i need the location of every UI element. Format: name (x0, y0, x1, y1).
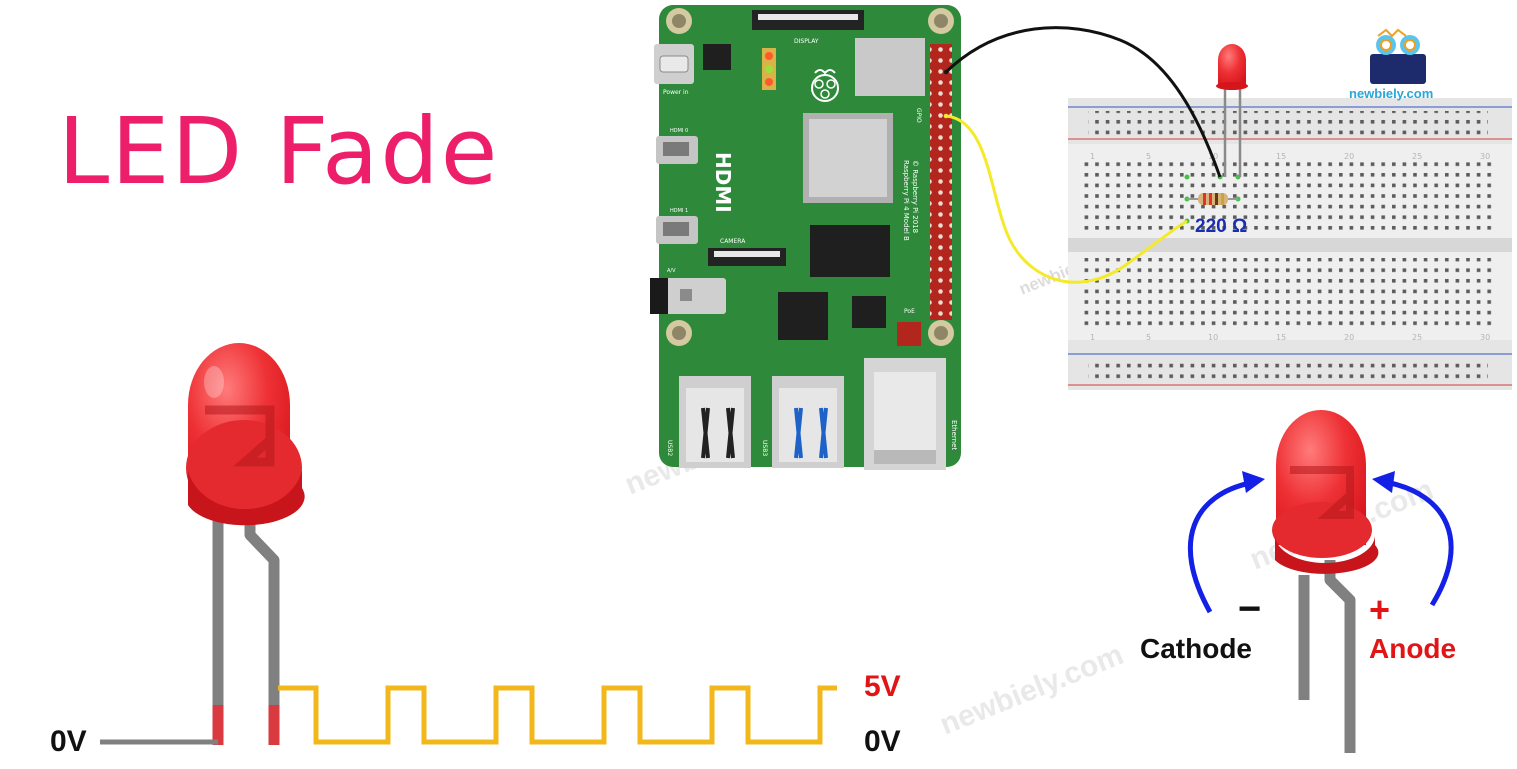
ground-wire (944, 26, 1222, 178)
gpio-label: GPIO (915, 108, 922, 123)
anode-sign: + (1369, 589, 1390, 630)
pwm-wave (278, 685, 837, 745)
svg-text:25: 25 (1412, 333, 1422, 342)
hdmi-text: HDMI (711, 152, 735, 213)
high-voltage-label: 5V (864, 670, 901, 703)
model-text: Raspberry Pi 4 Model B (902, 160, 910, 241)
svg-text:25: 25 (1412, 152, 1422, 161)
gpio-header (930, 44, 952, 320)
copyright-text: © Raspberry Pi 2018 (911, 160, 919, 233)
cathode-label: Cathode (1140, 633, 1252, 664)
led-right (1272, 410, 1379, 753)
ethernet-label: Ethernet (950, 420, 958, 450)
display-label: DISPLAY (794, 38, 819, 45)
usb3-label: USB3 (761, 440, 768, 456)
svg-text:20: 20 (1344, 152, 1354, 161)
svg-text:15: 15 (1276, 152, 1286, 161)
svg-text:1: 1 (1090, 152, 1095, 161)
svg-text:5: 5 (1146, 152, 1151, 161)
raspberry-logo (811, 69, 839, 102)
brand-name: newbiely.com (1349, 86, 1433, 101)
cathode-sign: − (1238, 587, 1261, 631)
svg-text:10: 10 (1208, 333, 1218, 342)
svg-text:30: 30 (1480, 333, 1490, 342)
led-left (186, 343, 305, 745)
soc-chip (803, 113, 893, 203)
hdmi0-label: HDMI 0 (670, 128, 688, 134)
anode-arrow (1389, 480, 1454, 607)
power-label: Power in (663, 89, 689, 96)
arrow-head (1242, 471, 1265, 493)
signal-wire (945, 114, 1188, 284)
av-label: A/V (667, 268, 676, 274)
usb3-port (772, 376, 844, 468)
hdmi1-label: HDMI 1 (670, 208, 688, 214)
usb2-label: USB2 (666, 440, 673, 456)
raspberry-pi-board: DISPLAY Power in HDMI Raspberry Pi 4 Mod… (650, 5, 961, 470)
page-title: LED Fade (58, 98, 500, 205)
svg-text:1: 1 (1090, 333, 1095, 342)
poe-label: PoE (904, 308, 915, 315)
svg-text:30: 30 (1480, 152, 1490, 161)
arrow-head (1372, 471, 1395, 493)
watermark-text: newbiely.com (935, 638, 1128, 741)
mounting-hole (928, 320, 954, 346)
newbiely-logo: newbiely.com (1349, 28, 1433, 101)
resistor (1187, 193, 1238, 205)
camera-label: CAMERA (720, 238, 746, 245)
low-voltage-label: 0V (864, 725, 901, 758)
ethernet-port (864, 358, 946, 470)
usb2-port (679, 376, 751, 468)
cathode-arrow (1187, 480, 1251, 614)
resistor-label: 220 Ω (1195, 216, 1247, 237)
mounting-hole (666, 8, 692, 34)
breadboard-led (1216, 44, 1248, 177)
mounting-hole (666, 320, 692, 346)
mounting-hole (928, 8, 954, 34)
svg-text:20: 20 (1344, 333, 1354, 342)
breadboard: 1 5 10 15 20 25 30 1 5 10 15 20 25 30 (1068, 98, 1512, 390)
svg-text:5: 5 (1146, 333, 1151, 342)
anode-label: Anode (1369, 633, 1456, 664)
ground-voltage-label: 0V (50, 725, 87, 758)
svg-text:15: 15 (1276, 333, 1286, 342)
